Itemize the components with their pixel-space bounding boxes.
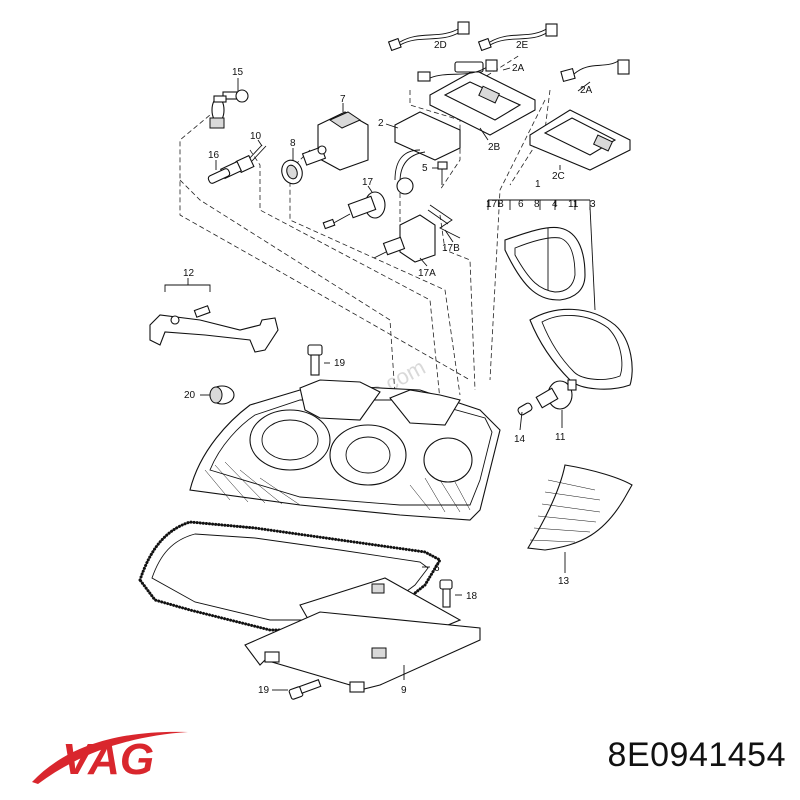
callout-8: 8 <box>290 138 296 149</box>
cap-20 <box>209 385 235 405</box>
vag-logo: VAG <box>32 731 188 784</box>
screw-18 <box>439 579 453 608</box>
grille-cover-13 <box>527 464 633 551</box>
lens-hatching <box>204 461 471 513</box>
seal-ring-8 <box>281 159 303 185</box>
bulb-14 <box>517 402 533 416</box>
seal-frame-3 <box>529 308 633 390</box>
headlight-housing <box>189 379 501 521</box>
callout-2b: 2B <box>488 142 501 153</box>
xenon-bulb-17a <box>373 214 436 263</box>
callout-13: 13 <box>558 576 570 587</box>
ballast-unit-2b <box>417 59 536 136</box>
callout-10: 10 <box>250 131 262 142</box>
callout-2e: 2E <box>516 40 529 51</box>
screw-19-bottom <box>288 679 322 700</box>
bracket-group-1 <box>487 199 591 210</box>
callout-5: 5 <box>422 163 428 174</box>
callout-11: 11 <box>555 432 566 443</box>
callout-19-top: 19 <box>334 358 346 369</box>
callout-12: 12 <box>183 268 195 279</box>
callout-3: 3 <box>590 199 596 210</box>
callout-6: 6 <box>434 563 440 574</box>
callout-17: 17 <box>362 177 374 188</box>
callout-1: 1 <box>535 179 541 190</box>
callout-17b: 17B <box>442 243 460 254</box>
callout-4: 4 <box>552 199 558 210</box>
callout-19-bottom: 19 <box>258 685 270 696</box>
screw-5 <box>437 161 448 185</box>
callout-6-header: 6 <box>518 199 524 210</box>
igniter-module-2 <box>394 111 461 195</box>
bulb-15 <box>209 89 249 129</box>
actuator-7 <box>301 111 369 171</box>
callout-9: 9 <box>401 685 407 696</box>
callout-15: 15 <box>232 67 244 78</box>
spring-clip-17b <box>427 204 461 239</box>
callout-2c: 2C <box>552 171 565 182</box>
logo-swoosh-icon <box>32 731 188 784</box>
callout-7: 7 <box>340 94 346 105</box>
xenon-bulb-17 <box>322 191 386 230</box>
callout-17a: 17A <box>418 268 436 279</box>
bulb-16 <box>207 168 231 184</box>
callout-14: 14 <box>514 434 526 445</box>
callout-17b-header: 17B <box>486 199 504 210</box>
callout-8-header: 8 <box>534 199 540 210</box>
callout-leaders <box>200 67 596 691</box>
callout-16: 16 <box>208 150 220 161</box>
connector-harness-2e <box>477 23 558 52</box>
logo-text: VAG <box>62 735 154 784</box>
callout-11-header: 11 <box>568 199 579 210</box>
connector-harness-2d <box>387 21 470 52</box>
callout-2a-right: 2A <box>580 85 593 96</box>
bulb-socket-11 <box>535 379 577 410</box>
lower-cover-9 <box>244 611 481 693</box>
ballast-unit-2c <box>529 59 631 171</box>
callout-20: 20 <box>184 390 196 401</box>
part-number: 8E0941454 <box>607 736 786 774</box>
callout-2d: 2D <box>434 40 447 51</box>
callout-2a-upper: 2A <box>512 63 525 74</box>
reflector-frame-4 <box>504 226 586 301</box>
callout-2: 2 <box>378 118 384 129</box>
callout-labels: 15 7 10 8 16 2 5 17 17A 17B 2D 2E 2A 2B … <box>183 40 596 696</box>
screw-19-top <box>307 344 323 376</box>
mounting-bracket-12 <box>149 278 279 353</box>
callout-18: 18 <box>466 591 478 602</box>
